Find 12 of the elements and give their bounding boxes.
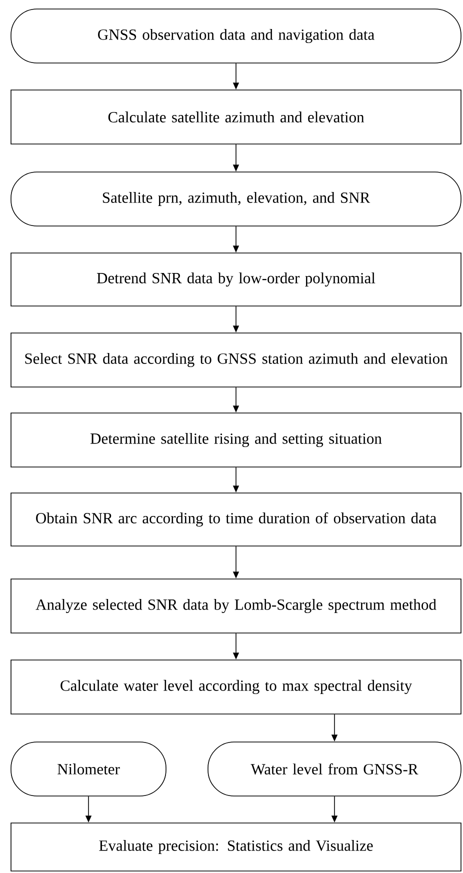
terminal-box: Satellite prn, azimuth, elevation, and SNR xyxy=(10,172,462,226)
terminal-box: GNSS observation data and navigation data xyxy=(10,8,462,64)
process-box: Detrend SNR data by low-order polynomial xyxy=(10,252,462,306)
process-box: Evaluate precision: Statistics and Visualize xyxy=(10,822,462,872)
process-box: Calculate water level according to max spectral density xyxy=(10,660,462,714)
terminal-box: Nilometer xyxy=(10,742,166,796)
process-box: Calculate satellite azimuth and elevation xyxy=(10,90,462,144)
terminal-box: Water level from GNSS-R xyxy=(208,742,462,796)
process-box: Analyze selected SNR data by Lomb-Scargle spectrum method xyxy=(10,578,462,634)
process-box: Obtain SNR arc according to time duration of observation data xyxy=(10,492,462,546)
process-box: Select SNR data according to GNSS station azimuth and elevation xyxy=(10,332,462,388)
process-box: Determine satellite rising and setting situation xyxy=(10,412,462,468)
